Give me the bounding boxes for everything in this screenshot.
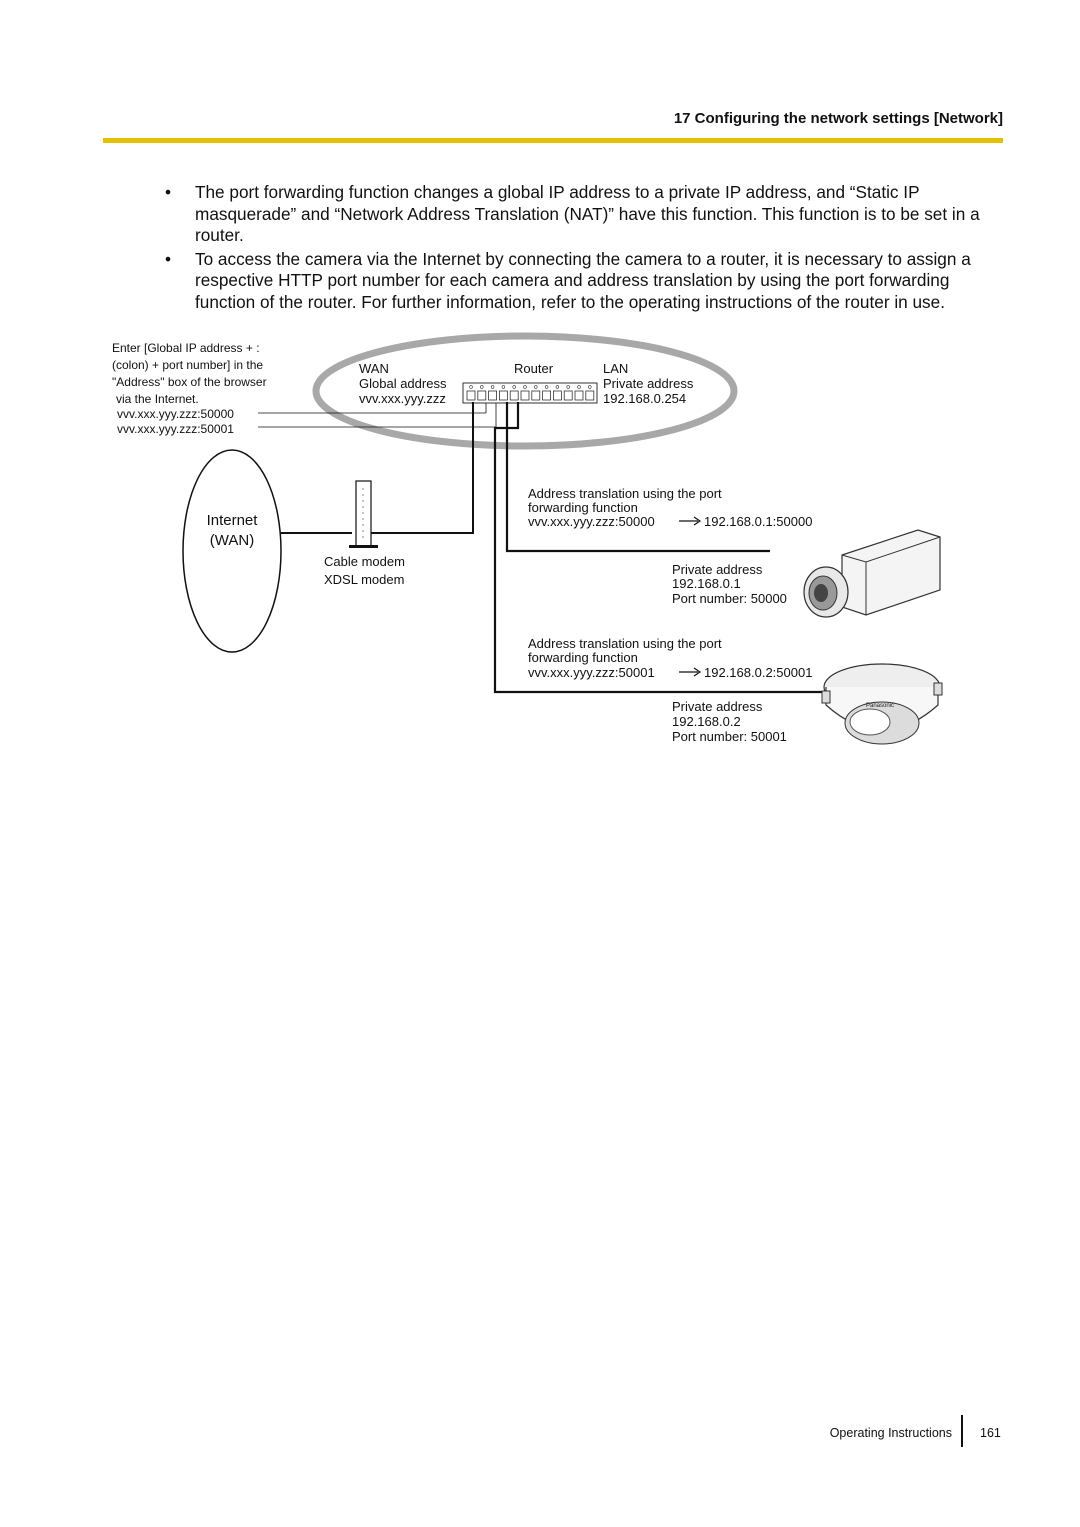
translation-to: 192.168.0.1:50000 xyxy=(704,514,813,529)
router-port xyxy=(542,390,551,401)
browser-url-1: vvv.xxx.yyy.zzz:50000 xyxy=(117,407,234,421)
router-private-address: 192.168.0.254 xyxy=(603,391,687,406)
router-port xyxy=(509,390,519,401)
lan-cable-camera2 xyxy=(493,402,825,694)
router-led xyxy=(480,385,484,389)
internet-cloud-ellipse xyxy=(182,449,282,653)
arrow-icon xyxy=(679,516,702,526)
router-led xyxy=(555,385,560,389)
bullet-marker: • xyxy=(165,248,172,269)
router-port xyxy=(498,390,508,401)
router-led xyxy=(577,385,581,389)
router-led xyxy=(490,385,495,389)
section-title: 17 Configuring the network settings [Net… xyxy=(673,110,1003,127)
diagram-graphics: Panasonic xyxy=(182,332,943,745)
translation-to: 192.168.0.2:50001 xyxy=(704,665,813,680)
private-address-label: Private address xyxy=(603,376,694,391)
internet-label: Internet xyxy=(206,512,258,529)
camera-private-address: 192.168.0.2 xyxy=(672,714,741,729)
camera-port-number: Port number: 50001 xyxy=(672,729,787,744)
router-port xyxy=(553,390,562,401)
router-port xyxy=(585,390,595,401)
modem-label: XDSL modem xyxy=(324,572,405,587)
router-port xyxy=(563,390,573,401)
router-led xyxy=(534,385,538,389)
browser-note-line: Enter [Global IP address + : xyxy=(112,341,260,355)
bullet-text: To access the camera via the Internet by… xyxy=(195,248,971,312)
browser-url-2: vvv.xxx.yyy.zzz:50001 xyxy=(117,422,234,436)
router-led xyxy=(588,385,592,389)
router-label: Router xyxy=(514,361,554,376)
global-address-label: Global address xyxy=(359,376,447,391)
bullet-marker: • xyxy=(165,182,172,202)
camera-private-address-label: Private address xyxy=(672,562,763,577)
bullet-list: • The port forwarding function changes a… xyxy=(165,182,1005,315)
arrow-icon xyxy=(679,667,702,677)
router-port xyxy=(488,390,498,401)
router-led xyxy=(512,385,516,389)
box-camera-illustration xyxy=(803,529,941,618)
modem-router-cable xyxy=(371,402,474,534)
footer-label: Operating Instructions xyxy=(829,1426,952,1440)
browser-note-line: (colon) + port number] in the xyxy=(112,358,264,372)
global-address: vvv.xxx.yyy.zzz xyxy=(359,391,446,406)
browser-note-line: via the Internet. xyxy=(116,392,199,406)
translation-label: forwarding function xyxy=(528,650,638,665)
router-led xyxy=(544,385,549,389)
translation-label: forwarding function xyxy=(528,500,638,515)
translation-from: vvv.xxx.yyy.zzz:50001 xyxy=(528,665,655,680)
router-led xyxy=(566,385,570,389)
router-led xyxy=(523,385,527,389)
router-led xyxy=(501,385,506,389)
bullet-text: The port forwarding function changes a g… xyxy=(195,182,980,245)
bullet-item: • The port forwarding function changes a… xyxy=(165,182,1005,247)
router-highlight-ellipse xyxy=(312,332,738,450)
wan-network-label: (WAN) xyxy=(209,532,255,549)
modem-icon xyxy=(349,480,378,548)
router-icon xyxy=(462,382,598,404)
router-led xyxy=(469,385,473,389)
header-rule xyxy=(103,138,1003,143)
bullet-item: • To access the camera via the Internet … xyxy=(165,249,1005,314)
network-diagram: Panasonic Enter [Global IP address + : (… xyxy=(0,325,1080,765)
translation-label: Address translation using the port xyxy=(528,636,722,651)
dome-camera-illustration: Panasonic xyxy=(821,663,943,745)
camera-private-address-label: Private address xyxy=(672,699,763,714)
router-port xyxy=(531,390,541,401)
footer-divider xyxy=(961,1415,963,1447)
camera-port-number: Port number: 50000 xyxy=(672,591,787,606)
translation-from: vvv.xxx.yyy.zzz:50000 xyxy=(528,514,655,529)
lan-label: LAN xyxy=(603,361,629,376)
router-port xyxy=(466,390,476,401)
lan-cable-camera1 xyxy=(505,402,770,553)
translation-label: Address translation using the port xyxy=(528,486,722,501)
router-port xyxy=(477,390,487,401)
page-number: 161 xyxy=(980,1426,1001,1440)
modem-label: Cable modem xyxy=(324,554,405,569)
dome-camera-brand: Panasonic xyxy=(866,703,894,709)
camera-private-address: 192.168.0.1 xyxy=(672,576,741,591)
router-port xyxy=(520,390,530,401)
router-port xyxy=(574,390,584,401)
browser-note-line: "Address" box of the browser xyxy=(112,375,267,389)
wan-label: WAN xyxy=(359,361,389,376)
